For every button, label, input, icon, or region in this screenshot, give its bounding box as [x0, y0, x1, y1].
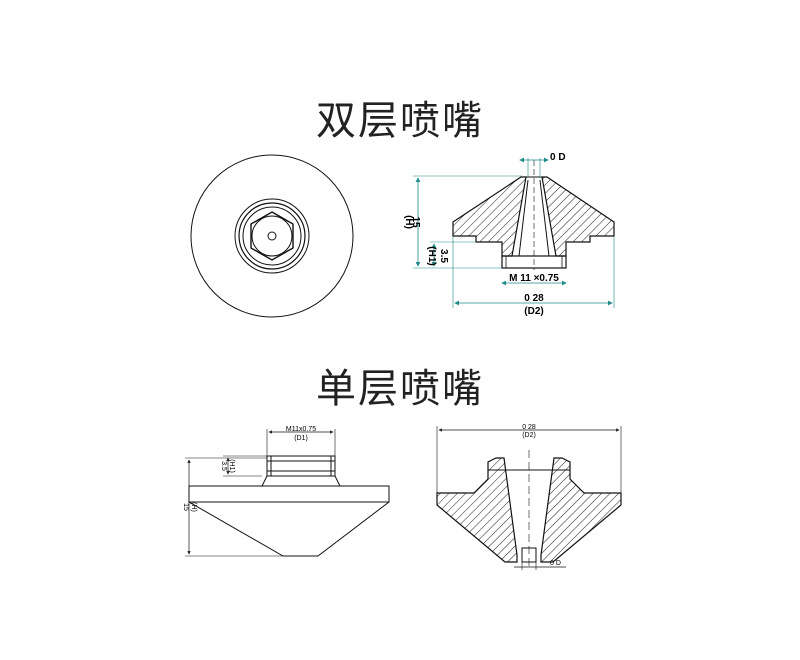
dim-height-symbol: (H)	[190, 502, 197, 512]
dim-height: 15	[182, 503, 189, 511]
dim-thread-d1-symbol: (D1)	[294, 435, 308, 442]
dim-diameter: 0 28	[524, 293, 544, 304]
double-nozzle-top-view	[190, 154, 354, 318]
dim-thread-height: 3.5	[220, 461, 227, 471]
dim-thread-d1: M11x0.75	[286, 426, 316, 433]
single-nozzle-section-view	[436, 426, 622, 570]
double-nozzle-section-view: 0 D 15 (H) 3.5 (H1) M 11 ×0.75 0 28 (D2)	[403, 152, 615, 317]
single-nozzle-side-view	[185, 429, 390, 557]
dim-height: 15	[410, 216, 421, 228]
dim-diameter-d2-symbol: (D2)	[522, 432, 536, 439]
dim-thread-height: 3.5	[438, 249, 449, 263]
dim-outlet-diameter: 0 D	[550, 152, 566, 163]
dim-thread-height-symbol: (H1)	[228, 459, 235, 473]
dim-diameter-d2: 0 28	[522, 424, 536, 431]
dim-height-symbol: (H)	[403, 215, 414, 229]
dim-diameter-symbol: (D2)	[524, 306, 543, 317]
dim-thread-height-symbol: (H1)	[426, 246, 437, 265]
dim-thread: M 11 ×0.75	[509, 273, 559, 284]
title-single-layer-nozzle: 单层喷嘴	[316, 366, 484, 412]
dim-outlet-diameter: 0 D	[550, 560, 561, 567]
title-double-layer-nozzle: 双层喷嘴	[316, 98, 484, 144]
